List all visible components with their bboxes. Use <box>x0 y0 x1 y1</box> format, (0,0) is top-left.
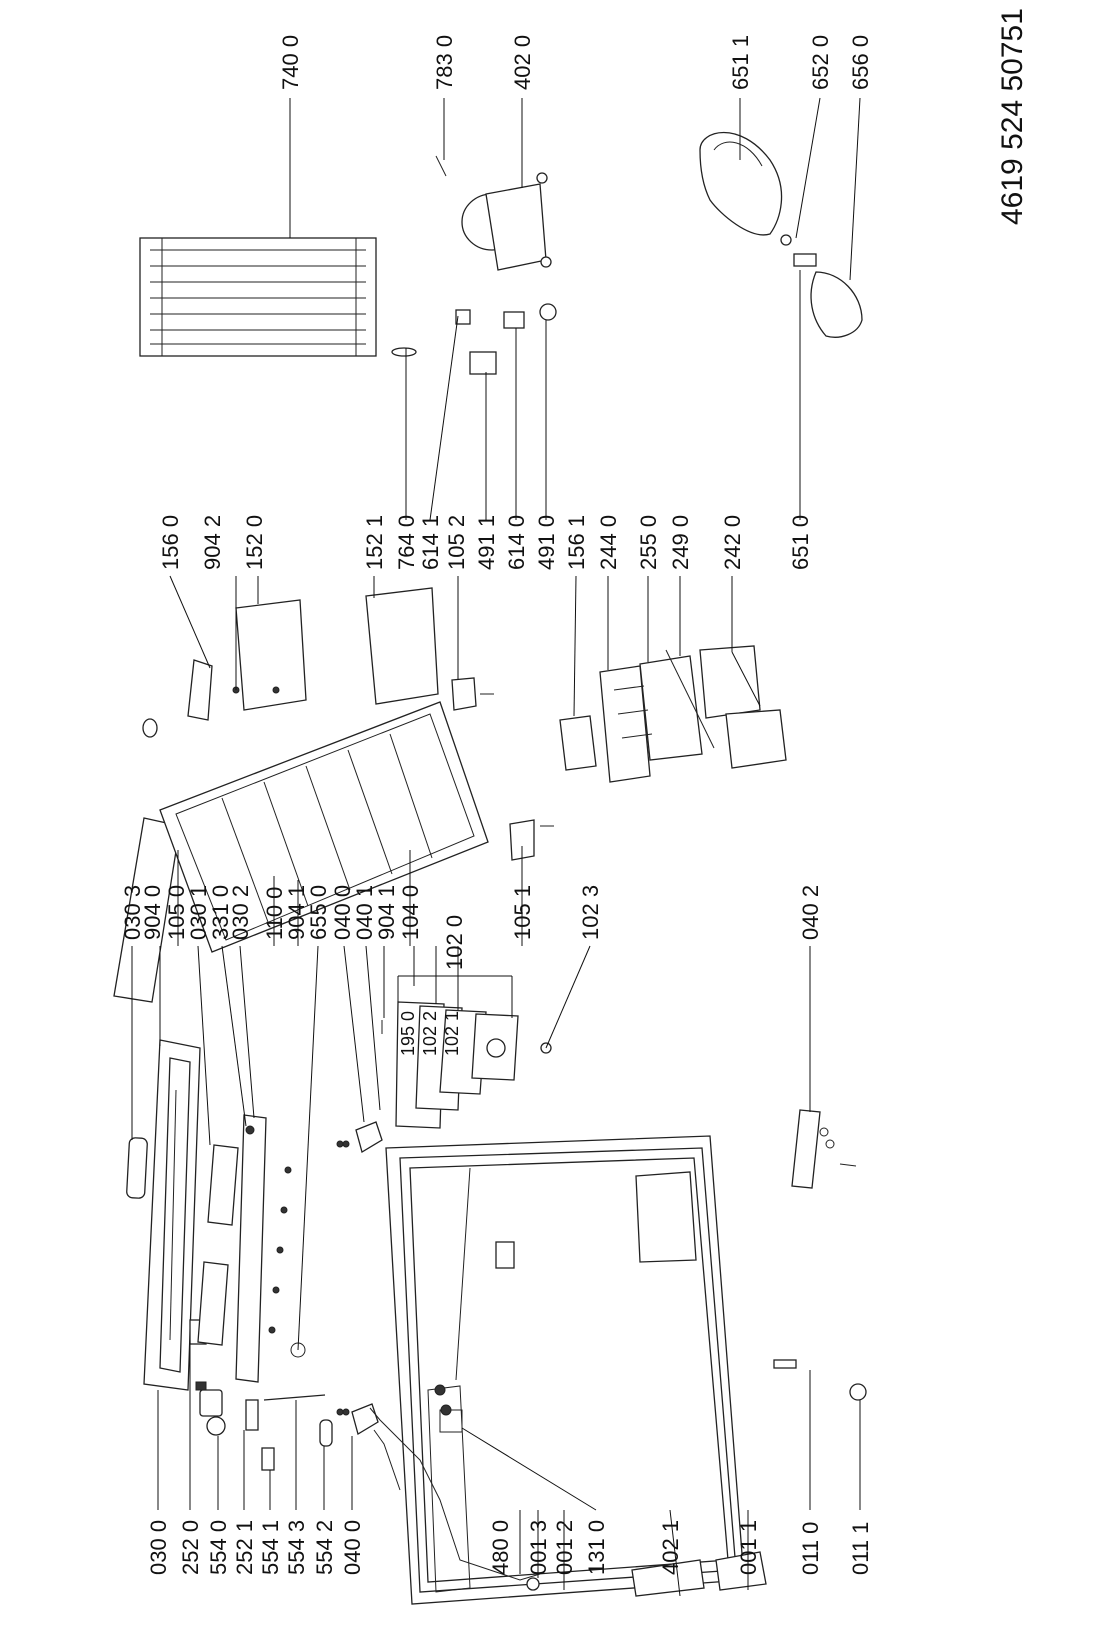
base-parts <box>631 1359 867 1597</box>
label-001-1: 001 1 <box>736 1520 761 1575</box>
hinge-parts <box>336 1121 383 1435</box>
label-011-1: 011 1 <box>848 1522 873 1575</box>
label-491-1: 491 1 <box>474 515 499 570</box>
label-554-0: 554 0 <box>206 1520 231 1575</box>
label-105-0: 105 0 <box>164 885 189 940</box>
label-040-0-a: 040 0 <box>340 1520 365 1575</box>
label-030-3: 030 3 <box>120 885 145 940</box>
label-255-0: 255 0 <box>636 515 661 570</box>
label-764-0: 764 0 <box>394 515 419 570</box>
compressor-and-electrics <box>391 155 557 375</box>
label-252-0: 252 0 <box>178 1520 203 1575</box>
label-156-1: 156 1 <box>564 515 589 570</box>
leader-lines <box>131 97 861 1597</box>
label-904-2: 904 2 <box>200 515 225 570</box>
label-040-2: 040 2 <box>798 885 823 940</box>
label-614-1: 614 1 <box>418 515 443 570</box>
label-102-1: 102 1 <box>442 1011 462 1056</box>
cabinet-body <box>385 1135 745 1605</box>
glass-panels <box>197 1114 292 1383</box>
label-105-2: 105 2 <box>444 515 469 570</box>
label-104-0: 104 0 <box>398 885 423 940</box>
label-554-2: 554 2 <box>312 1520 337 1575</box>
condenser <box>139 237 377 357</box>
label-491-0: 491 0 <box>534 515 559 570</box>
label-195-0: 195 0 <box>398 1011 418 1056</box>
label-152-1: 152 1 <box>362 515 387 570</box>
label-480-0: 480 0 <box>488 1520 513 1575</box>
fan-assembly <box>699 132 863 338</box>
label-249-0: 249 0 <box>668 515 693 570</box>
label-783-0: 783 0 <box>432 35 457 90</box>
label-001-2: 001 2 <box>552 1520 577 1575</box>
label-554-1: 554 1 <box>258 1520 283 1575</box>
label-651-0: 651 0 <box>788 515 813 570</box>
label-040-1: 040 1 <box>352 885 377 940</box>
label-030-1: 030 1 <box>186 885 211 940</box>
label-904-0: 904 0 <box>140 885 165 940</box>
label-030-2: 030 2 <box>228 885 253 940</box>
label-252-1: 252 1 <box>232 1520 257 1575</box>
label-011-0: 011 0 <box>798 1522 823 1575</box>
drawers <box>699 645 787 769</box>
document-number: 4619 524 50751 <box>996 8 1029 225</box>
label-402-1: 402 1 <box>658 1520 683 1575</box>
label-614-0: 614 0 <box>504 515 529 570</box>
part-labels: 030 0 252 0 554 0 252 1 554 1 554 3 554 … <box>120 8 1029 1575</box>
label-656-0: 656 0 <box>848 35 873 90</box>
inner-compartments <box>381 1001 552 1129</box>
hinge-brackets <box>451 677 554 861</box>
wiring-harness <box>369 1407 541 1591</box>
label-652-0: 652 0 <box>808 35 833 90</box>
label-030-0: 030 0 <box>146 1520 171 1575</box>
label-244-0: 244 0 <box>596 515 621 570</box>
door-liner <box>113 701 489 1003</box>
label-655-0: 655 0 <box>306 885 331 940</box>
label-152-0: 152 0 <box>242 515 267 570</box>
door-shelves <box>187 587 439 721</box>
label-904-1-b: 904 1 <box>374 885 399 940</box>
label-331-0: 331 0 <box>208 885 233 940</box>
thermostat-parts <box>195 1342 333 1471</box>
label-402-0: 402 0 <box>510 35 535 90</box>
label-102-2: 102 2 <box>420 1011 440 1056</box>
bottom-hinge <box>791 1109 857 1189</box>
label-131-0: 131 0 <box>584 1520 609 1575</box>
shelves-and-grid <box>559 649 715 783</box>
label-110-0: 110 0 <box>262 887 287 940</box>
label-156-0: 156 0 <box>158 515 183 570</box>
label-040-0-b: 040 0 <box>330 885 355 940</box>
label-740-0: 740 0 <box>278 35 303 90</box>
top-door-frame <box>126 1039 207 1391</box>
label-105-1: 105 1 <box>510 885 535 940</box>
label-102-3: 102 3 <box>578 885 603 940</box>
label-651-1: 651 1 <box>728 35 753 90</box>
label-102-0: 102 0 <box>442 915 467 970</box>
label-242-0: 242 0 <box>720 515 745 570</box>
label-554-3: 554 3 <box>284 1520 309 1575</box>
label-001-3: 001 3 <box>526 1520 551 1575</box>
label-904-1-a: 904 1 <box>284 885 309 940</box>
